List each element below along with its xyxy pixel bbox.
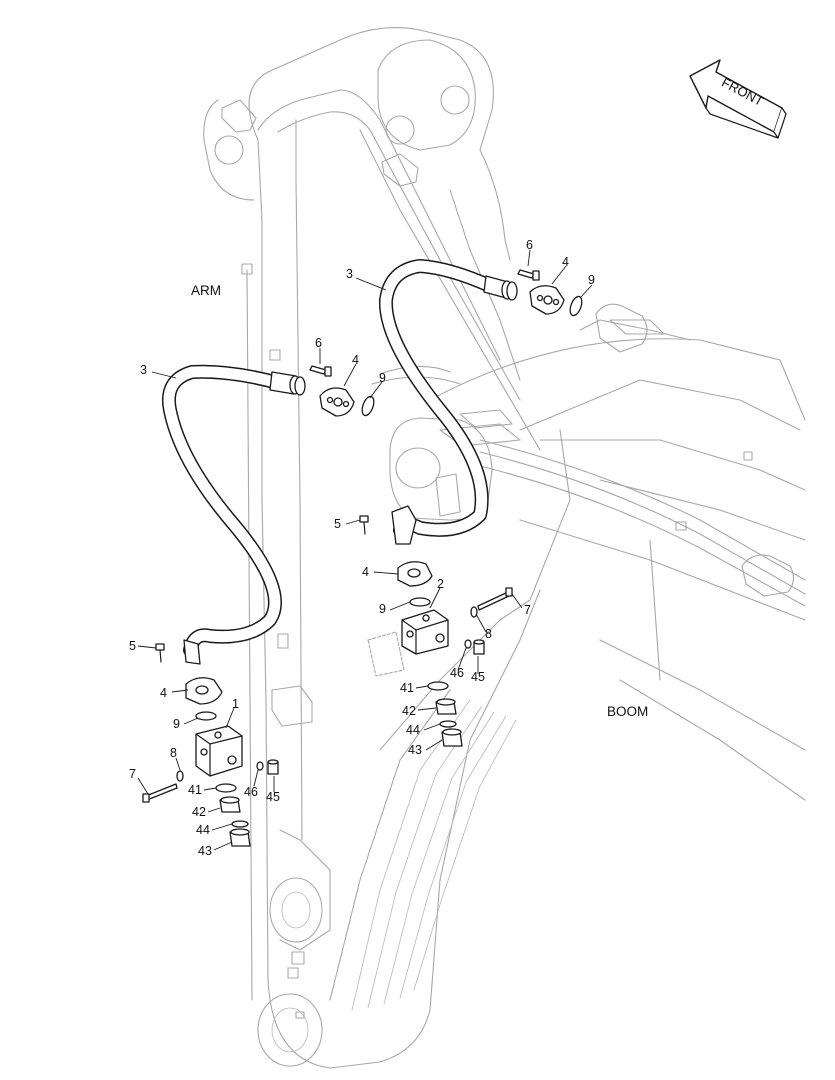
callout-right-nut-a: 42	[402, 704, 416, 718]
callout-right-plug: 46	[450, 666, 464, 680]
callout-left-ring: 41	[188, 783, 202, 797]
left-bolt-6	[309, 365, 332, 377]
right-block-bolt-5	[359, 515, 369, 535]
callout-left-bolt: 6	[315, 336, 322, 350]
arm-label: ARM	[191, 283, 221, 298]
left-hose-lower-elbow	[183, 639, 201, 665]
left-long-bolt-7	[142, 783, 178, 803]
right-block-2	[401, 609, 449, 655]
left-block-oring-9	[195, 711, 217, 721]
upper-bolt-6	[517, 269, 540, 281]
left-plug-46	[256, 761, 264, 771]
callout-left-block-oring: 9	[173, 717, 180, 731]
callout-left-hose: 3	[140, 363, 147, 377]
upper-split-flange-4	[529, 285, 565, 315]
boom-label: BOOM	[607, 704, 648, 719]
right-long-bolt-7	[477, 587, 513, 611]
right-nut-43	[441, 728, 463, 747]
callout-left-long-bolt: 7	[129, 767, 136, 781]
right-block-flange-4	[397, 561, 433, 587]
left-ring-41	[215, 783, 237, 793]
arm-structure	[203, 26, 541, 1069]
callout-left-plug: 46	[244, 785, 258, 799]
right-nut-42	[435, 698, 457, 715]
callout-left-nut-a: 42	[192, 805, 206, 819]
callout-left-block-flange: 4	[160, 686, 167, 700]
right-ring-44	[439, 720, 457, 728]
left-ring-44	[231, 820, 249, 828]
callout-upper-flange: 4	[562, 255, 569, 269]
left-block-1	[195, 725, 243, 777]
callout-left-ring-b: 44	[196, 823, 210, 837]
callout-right-cap: 45	[471, 670, 485, 684]
right-washer-8	[470, 606, 478, 618]
left-block-bolt-5	[155, 643, 165, 663]
left-hose	[162, 364, 285, 657]
callout-upper-oring: 9	[588, 273, 595, 287]
front-arrow-icon: FRONT	[689, 59, 787, 139]
left-nut-43	[229, 828, 251, 847]
upper-oring-9	[569, 295, 583, 317]
left-hose-end-fitting	[269, 371, 306, 396]
callout-left-block: 1	[232, 697, 239, 711]
right-block-oring-9	[409, 597, 431, 607]
left-washer-8	[176, 770, 184, 782]
right-cap-45	[473, 639, 485, 655]
upper-hose	[378, 259, 497, 537]
callout-left-flange: 4	[352, 353, 359, 367]
callout-left-block-bolt: 5	[129, 639, 136, 653]
callout-right-block-bolt: 5	[334, 517, 341, 531]
callout-right-block: 2	[437, 577, 444, 591]
callout-left-oring: 9	[379, 371, 386, 385]
left-nut-42	[219, 796, 241, 813]
leader-lines	[137, 249, 593, 851]
callout-right-ring-b: 44	[406, 723, 420, 737]
callout-upper-hose: 3	[346, 267, 353, 281]
callout-right-ring: 41	[400, 681, 414, 695]
boom-structure	[367, 303, 806, 801]
callout-left-nut-b: 43	[198, 844, 212, 858]
right-plug-46	[464, 639, 472, 649]
callout-right-nut-b: 43	[408, 743, 422, 757]
upper-hose-end-fitting	[483, 275, 518, 301]
callout-right-block-oring: 9	[379, 602, 386, 616]
callout-left-washer: 8	[170, 746, 177, 760]
left-split-flange-4	[319, 387, 355, 417]
left-cap-45	[267, 759, 279, 775]
callout-right-long-bolt: 7	[524, 603, 531, 617]
left-block-flange-4	[185, 677, 223, 705]
callout-left-cap: 45	[266, 790, 280, 804]
callout-right-washer: 8	[485, 627, 492, 641]
callout-right-block-flange: 4	[362, 565, 369, 579]
upper-hose-lower-elbow	[391, 505, 417, 545]
callout-numbers: 3 6 4 9 3 6 4 9 5 4 9 1 8 7 41 46 45 42 …	[129, 238, 595, 858]
callout-upper-bolt: 6	[526, 238, 533, 252]
right-ring-41	[427, 681, 449, 691]
left-oring-9	[361, 395, 375, 417]
